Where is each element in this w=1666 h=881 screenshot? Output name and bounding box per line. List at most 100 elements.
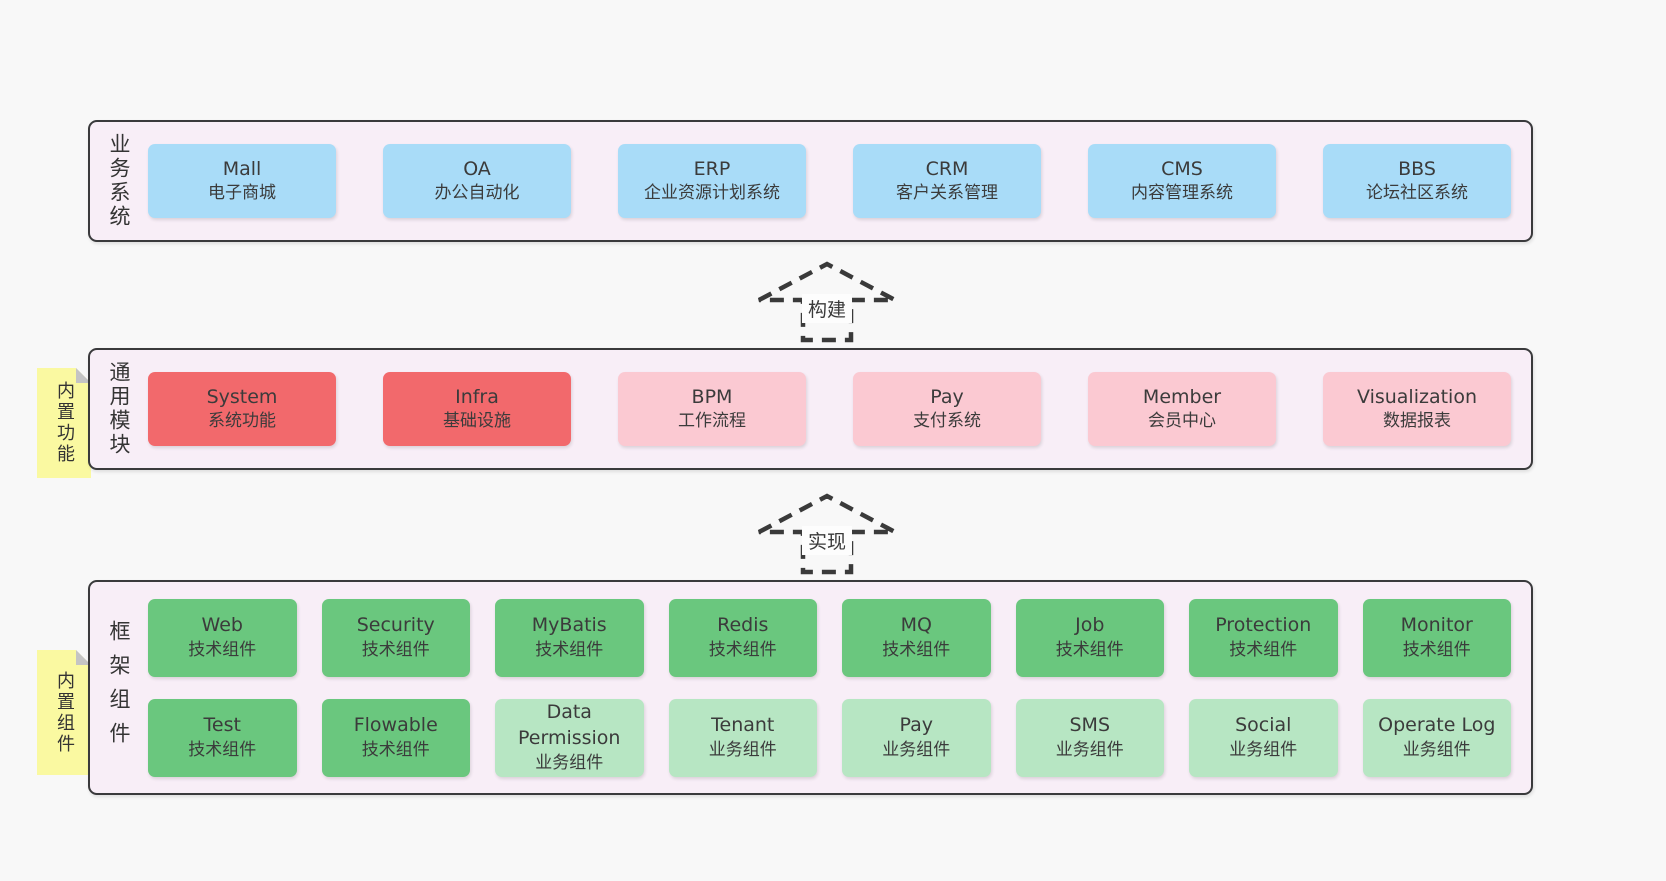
layer-label-common-modules: 通用模块 [107,361,131,457]
box-system: System 系统功能 [148,372,336,446]
box-title: Data Permission [518,701,621,750]
box-oa: OA 办公自动化 [383,144,571,218]
box-title: Security [356,614,435,637]
box-title: Protection [1215,614,1312,637]
box-title: Operate Log [1378,714,1496,737]
box-subtitle: 企业资源计划系统 [644,183,780,204]
box-subtitle: 支付系统 [913,411,981,432]
box-title: Tenant [711,714,775,737]
box-subtitle: 技术组件 [188,639,257,660]
box-crm: CRM 客户关系管理 [853,144,1041,218]
box-title: Social [1235,714,1292,737]
box-title: BPM [691,385,733,408]
business-systems-boxes: Mall 电子商城 OA 办公自动化 ERP 企业资源计划系统 CRM 客户关系管理 CMS 内容… [148,122,1531,240]
arrow-implement: 实现 [747,486,907,576]
note-text: 内置组件 [54,670,75,755]
box-title: CMS [1161,157,1203,180]
box-title: CRM [925,157,969,180]
box-subtitle: 电子商城 [208,183,276,204]
box-subtitle: 基础设施 [443,411,511,432]
box-subtitle: 技术组件 [188,739,257,760]
box-subtitle: 技术组件 [708,639,777,660]
box-subtitle: 业务组件 [882,739,951,760]
box-title: Job [1075,614,1105,637]
box-title: MQ [900,614,932,637]
box-title: Flowable [353,714,438,737]
box-subtitle: 内容管理系统 [1131,183,1233,204]
box-subtitle: 技术组件 [535,639,604,660]
box-infra: Infra 基础设施 [383,372,571,446]
note-built-in-features: 内置功能 [37,368,91,478]
box-title: ERP [693,157,731,180]
box-subtitle: 技术组件 [1055,639,1124,660]
box-subtitle: 业务组件 [535,752,604,773]
box-subtitle: 技术组件 [361,639,430,660]
layer-label-business-systems: 业务系统 [107,133,131,229]
box-pay: Pay 支付系统 [853,372,1041,446]
box-subtitle: 系统功能 [208,411,276,432]
box-subtitle: 业务组件 [1055,739,1124,760]
box-title: Web [201,614,243,637]
layer-business-systems: 业务系统 Mall 电子商城 OA 办公自动化 ERP 企业资源计划系统 CRM 客户关系管理… [88,120,1533,242]
box-title: Pay [899,714,934,737]
box-subtitle: 业务组件 [1402,739,1471,760]
note-built-in-components: 内置组件 [37,650,91,775]
box-bbs: BBS 论坛社区系统 [1323,144,1511,218]
arrow-build: 构建 [747,254,907,344]
box-subtitle: 办公自动化 [434,183,520,204]
box-subtitle: 技术组件 [1402,639,1471,660]
box-title: Redis [717,614,769,637]
box-bpm: BPM 工作流程 [618,372,806,446]
box-title: MyBatis [531,614,607,637]
box-subtitle: 客户关系管理 [896,183,998,204]
box-subtitle: 数据报表 [1383,411,1451,432]
box-title: BBS [1398,157,1436,180]
box-subtitle: 业务组件 [708,739,777,760]
box-title: Mall [222,157,262,180]
box-subtitle: 会员中心 [1148,411,1216,432]
box-title: Visualization [1356,385,1477,408]
arrow-label: 构建 [801,294,853,323]
box-subtitle: 工作流程 [678,411,746,432]
box-visualization: Visualization 数据报表 [1323,372,1511,446]
box-subtitle: 论坛社区系统 [1366,183,1468,204]
box-cms: CMS 内容管理系统 [1088,144,1276,218]
box-title: System [206,385,278,408]
box-subtitle: 技术组件 [882,639,951,660]
box-subtitle: 业务组件 [1229,739,1298,760]
box-mall: Mall 电子商城 [148,144,336,218]
box-subtitle: 技术组件 [1229,639,1298,660]
box-title: Monitor [1400,614,1473,637]
box-title: Pay [930,385,964,408]
box-title: Test [203,714,241,737]
arrow-label: 实现 [801,526,853,555]
box-title: SMS [1069,714,1110,737]
box-erp: ERP 企业资源计划系统 [618,144,806,218]
box-subtitle: 技术组件 [361,739,430,760]
layer-label-framework-components: 框架组件 [107,619,131,756]
box-title: OA [463,157,491,180]
box-title: Infra [455,385,499,408]
